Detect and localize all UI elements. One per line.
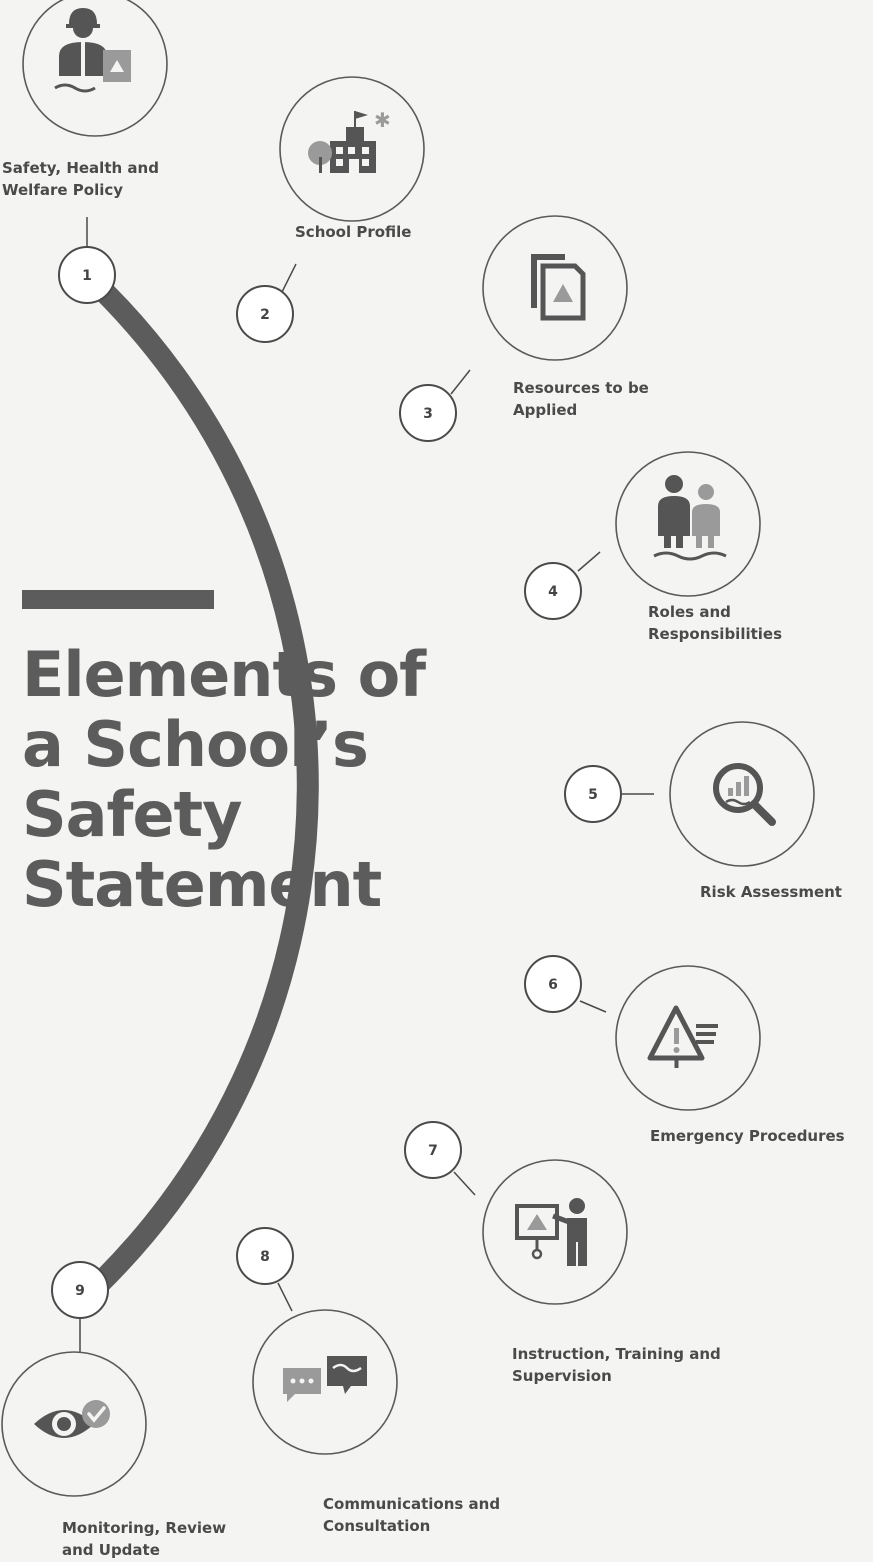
element-icon-circle-7 (482, 1159, 628, 1305)
title-line: Statement (22, 848, 382, 921)
presenter-board-icon (515, 1198, 587, 1266)
connector-line (453, 1171, 476, 1196)
connector-line (450, 369, 471, 395)
element-label-7: Instruction, Training and Supervision (512, 1345, 721, 1385)
element-label-4: Roles and Responsibilities (648, 603, 783, 643)
element-label-9: Monitoring, Review and Update (62, 1519, 227, 1559)
element-label-2: School Profile (295, 223, 412, 241)
step-number: 6 (548, 977, 558, 993)
connector-line (281, 263, 297, 293)
step-number: 4 (548, 584, 558, 600)
step-node-7: 7 (404, 1121, 462, 1179)
step-node-5: 5 (564, 765, 622, 823)
title-line: Elements of (22, 638, 426, 711)
title-accent-bar (22, 590, 214, 609)
element-label-1: Safety, Health and Welfare Policy (2, 159, 159, 199)
speech-bubbles-icon (283, 1356, 367, 1402)
connector-line (577, 551, 601, 572)
element-icon-circle-6 (615, 965, 761, 1111)
step-node-9: 9 (51, 1261, 109, 1319)
title-line: a School’s (22, 708, 369, 781)
step-number: 9 (75, 1283, 85, 1299)
node-layer: 1 2 3 4 5 6 7 8 9 (51, 246, 622, 1319)
element-label-8: Communications and Consultation (323, 1495, 501, 1535)
step-node-8: 8 (236, 1227, 294, 1285)
step-node-4: 4 (524, 562, 582, 620)
step-number: 2 (260, 307, 270, 323)
element-label-6: Emergency Procedures (650, 1127, 845, 1145)
people-icon (653, 475, 727, 561)
magnifier-chart-icon (713, 763, 776, 826)
svg-text:✱: ✱ (374, 108, 391, 132)
step-node-3: 3 (399, 384, 457, 442)
step-number: 1 (82, 268, 92, 284)
school-building-icon: ✱ (308, 108, 391, 173)
step-number: 5 (588, 787, 598, 803)
element-icon-circle-4 (615, 451, 761, 597)
element-label-3: Resources to be Applied (513, 379, 649, 419)
element-icon-circle-3 (482, 215, 628, 361)
element-icon-circle-5 (669, 721, 815, 867)
icon-layer: ✱ (1, 0, 815, 1497)
step-node-2: 2 (236, 285, 294, 343)
worker-with-document-icon (54, 8, 131, 93)
step-number: 8 (260, 1249, 270, 1265)
step-number: 7 (428, 1143, 438, 1159)
documents-icon (531, 254, 586, 321)
page-title: Elements of a School’s Safety Statement (22, 640, 502, 920)
step-node-1: 1 (58, 246, 116, 304)
element-icon-circle-8 (252, 1309, 398, 1455)
warning-sign-icon (647, 1005, 718, 1068)
title-line: Safety (22, 778, 243, 851)
step-number: 3 (423, 406, 433, 422)
element-icon-circle-2: ✱ (279, 76, 425, 222)
connector-line (277, 1282, 293, 1312)
step-node-6: 6 (524, 955, 582, 1013)
element-icon-circle-1 (22, 0, 168, 137)
element-label-5: Risk Assessment (700, 883, 842, 901)
timeline-arc (72, 266, 319, 1311)
element-icon-circle-9 (1, 1351, 147, 1497)
eye-check-icon (34, 1400, 110, 1438)
connector-line (579, 1000, 607, 1013)
